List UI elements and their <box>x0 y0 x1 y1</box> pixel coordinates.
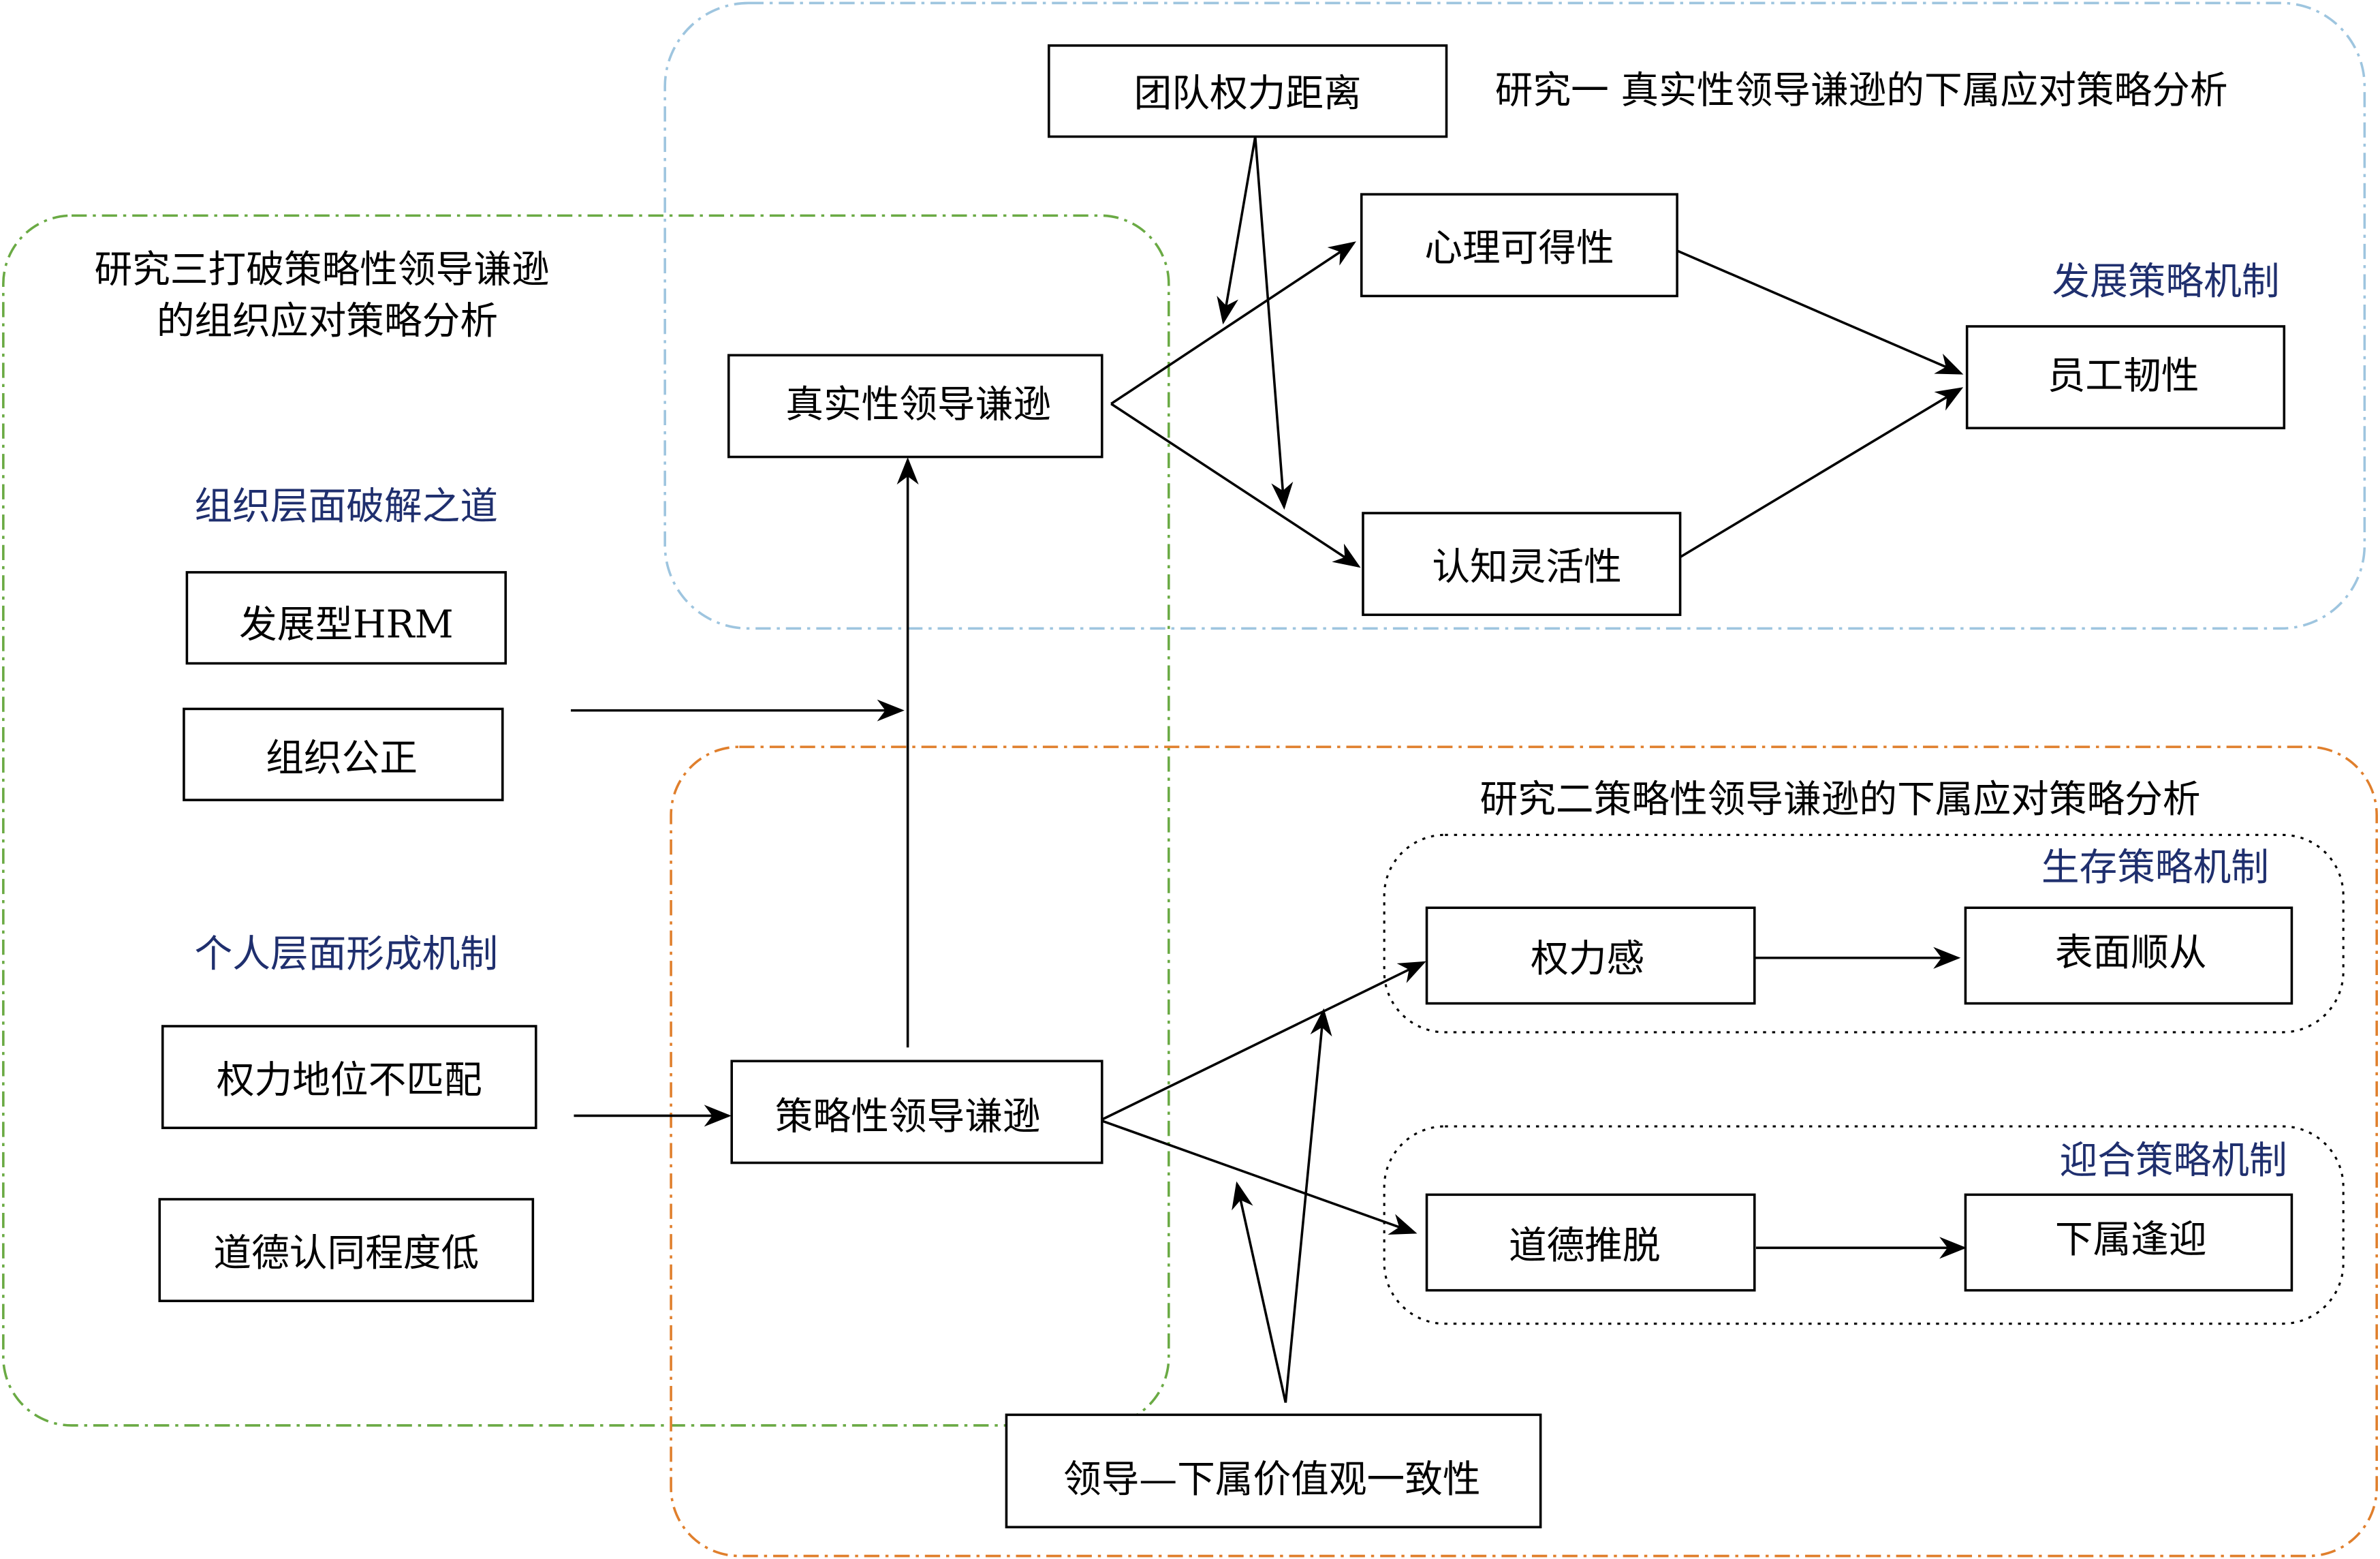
development-mechanism-label: 发展策略机制 <box>2052 260 2279 304</box>
arrow-tpd-to-midright <box>1254 136 1294 510</box>
svg-text:下属逢迎: 下属逢迎 <box>2055 1218 2207 1262</box>
study1-region <box>663 1 2366 630</box>
node-ingratiation: 下属逢迎 <box>1964 1193 2293 1292</box>
node-value-congruence: 领导—下属价值观一致性 <box>1005 1413 1542 1528</box>
svg-text:表面顺从: 表面顺从 <box>2055 931 2207 975</box>
arrow-value-to-upper <box>1284 1008 1332 1403</box>
survival-mechanism-region <box>1383 833 2345 1034</box>
arrow-authentic-to-cognitive <box>1110 403 1361 568</box>
svg-text:策略性领导谦逊: 策略性领导谦逊 <box>775 1095 1041 1139</box>
svg-text:团队权力距离: 团队权力距离 <box>1134 72 1362 116</box>
svg-text:道德推脱: 道德推脱 <box>1509 1224 1661 1268</box>
arrow-tpd-to-midleft <box>1217 136 1257 325</box>
node-psych-availability: 心理可得性 <box>1360 193 1678 298</box>
study3-title-line1: 研究三打破策略性领导谦逊 <box>94 247 549 292</box>
svg-text:认知灵活性: 认知灵活性 <box>1432 545 1621 589</box>
svg-text:心理可得性: 心理可得性 <box>1424 226 1614 271</box>
org-level-label: 组织层面破解之道 <box>195 484 498 529</box>
node-surface-compliance: 表面顺从 <box>1964 906 2293 1005</box>
svg-text:组织公正: 组织公正 <box>266 737 418 781</box>
node-team-power-distance: 团队权力距离 <box>1048 44 1448 138</box>
node-power-status-mismatch: 权力地位不匹配 <box>161 1025 537 1130</box>
svg-text:员工韧性: 员工韧性 <box>2048 354 2199 398</box>
arrow-authentic-to-psych <box>1110 241 1356 405</box>
arrow-cognitive-to-resilience <box>1679 387 1964 559</box>
node-cognitive-flexibility: 认知灵活性 <box>1362 512 1682 617</box>
ingratiation-mechanism-region <box>1383 1125 2345 1325</box>
node-developmental-hrm: 发展型HRM <box>185 571 507 665</box>
node-employee-resilience: 员工韧性 <box>1965 325 2286 430</box>
arrow-strategic-to-moral <box>1099 1119 1418 1235</box>
node-sense-of-power: 权力感 <box>1425 906 1756 1005</box>
svg-text:领导—下属价值观一致性: 领导—下属价值观一致性 <box>1063 1457 1481 1502</box>
node-low-moral-identity: 道德认同程度低 <box>158 1198 535 1303</box>
arrows <box>571 136 1967 1403</box>
personal-level-label: 个人层面形成机制 <box>195 932 498 976</box>
node-org-justice: 组织公正 <box>183 707 504 801</box>
study1-title: 研究一 真实性领导谦逊的下属应对策略分析 <box>1495 68 2228 112</box>
node-strategic-humility: 策略性领导谦逊 <box>730 1060 1103 1164</box>
arrow-value-to-lower <box>1232 1181 1287 1403</box>
arrow-psych-to-resilience <box>1669 246 1964 375</box>
study3-title-line2: 的组织应对策略分析 <box>157 299 498 343</box>
svg-text:真实性领导谦逊: 真实性领导谦逊 <box>785 383 1051 427</box>
svg-text:权力感: 权力感 <box>1531 937 1644 981</box>
study2-region <box>670 745 2378 1558</box>
node-authentic-humility: 真实性领导谦逊 <box>727 354 1103 459</box>
node-moral-disengagement: 道德推脱 <box>1425 1193 1756 1292</box>
survival-mechanism-label: 生存策略机制 <box>2041 846 2269 890</box>
svg-text:道德认同程度低: 道德认同程度低 <box>213 1231 479 1276</box>
ingratiation-mechanism-label: 迎合策略机制 <box>2060 1139 2287 1183</box>
svg-text:权力地位不匹配: 权力地位不匹配 <box>217 1058 482 1102</box>
svg-text:发展型HRM: 发展型HRM <box>239 603 454 647</box>
arrow-strategic-to-power <box>1099 961 1426 1122</box>
study3-region <box>2 214 1170 1427</box>
study2-title: 研究二策略性领导谦逊的下属应对策略分析 <box>1480 777 2201 822</box>
